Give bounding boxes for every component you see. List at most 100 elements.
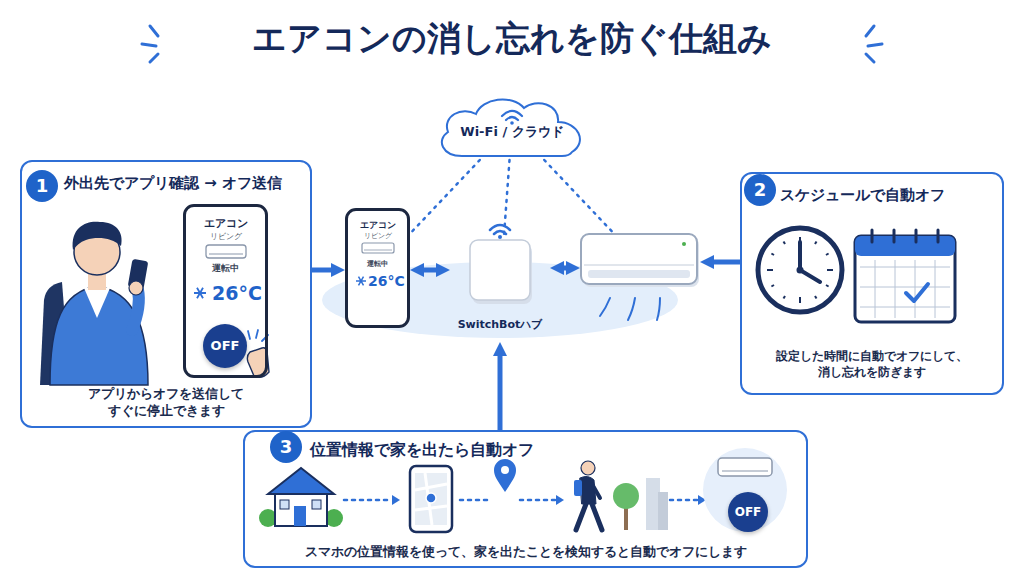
location-pin bbox=[494, 459, 516, 492]
map-phone bbox=[426, 493, 436, 503]
calendar-icon bbox=[875, 260, 876, 318]
off-button: OFF bbox=[203, 324, 247, 368]
panel-heading: 外出先でアプリ確認 → オフ送信 bbox=[64, 174, 309, 194]
panel-heading: スケジュールで自動オフ bbox=[780, 186, 995, 206]
house-icon bbox=[280, 500, 289, 509]
person-figure bbox=[132, 290, 139, 330]
calendar-icon bbox=[906, 284, 928, 301]
map-phone bbox=[410, 466, 452, 532]
clock-icon bbox=[800, 242, 820, 282]
flow-arrow bbox=[498, 350, 503, 430]
feature-panel: スケジュールで自動オフ設定した時間に自動でオフにして、 消し忘れを防ぎます bbox=[740, 172, 1004, 395]
arrow-head bbox=[556, 495, 564, 505]
panel-caption: スマホの位置情報を使って、家を出たことを検知すると自動でオフにします bbox=[253, 544, 798, 560]
clock-icon bbox=[784, 296, 786, 299]
off-target bbox=[718, 458, 772, 476]
person-figure bbox=[129, 281, 143, 295]
house-icon bbox=[259, 468, 343, 527]
phone-screen bbox=[345, 208, 410, 328]
calendar-icon bbox=[871, 230, 874, 242]
wireless-link bbox=[504, 160, 510, 238]
phone-screen: エアコンリビング運転中 26°C OFF bbox=[183, 204, 268, 378]
house-icon bbox=[275, 492, 327, 526]
phone-screen bbox=[362, 243, 394, 253]
node-text: SwitchBotハブ bbox=[450, 318, 550, 332]
tree-and-buildings bbox=[613, 478, 668, 530]
feature-panel: 位置情報で家を出たら自動オフスマホの位置情報を使って、家を出たことを検知すると自… bbox=[243, 430, 808, 568]
dotted-arrow bbox=[520, 499, 556, 502]
node-text: リビング bbox=[186, 232, 265, 242]
dotted-arrow bbox=[670, 499, 698, 502]
air-flow bbox=[600, 298, 660, 320]
calendar-icon bbox=[855, 230, 955, 322]
person-figure bbox=[40, 222, 148, 385]
walking-person bbox=[574, 480, 582, 496]
node-text: 26°C bbox=[368, 272, 406, 290]
ac-body bbox=[581, 234, 697, 284]
clock-icon bbox=[767, 237, 833, 303]
cloud-node: Wi-Fi / クラウド bbox=[432, 92, 592, 160]
node-text: 運転中 bbox=[348, 260, 407, 269]
walking-person bbox=[592, 484, 600, 498]
calendar-icon bbox=[860, 287, 950, 288]
calendar-icon bbox=[915, 260, 916, 318]
phone-screen bbox=[183, 204, 268, 378]
ac-led bbox=[682, 242, 686, 246]
house-icon bbox=[312, 500, 321, 509]
flow-arrow bbox=[708, 260, 740, 265]
hub-device bbox=[470, 240, 530, 300]
panel-caption: アプリからオフを送信して すぐに停止できます bbox=[81, 386, 251, 420]
tree-and-buildings bbox=[646, 478, 660, 530]
person-figure bbox=[84, 288, 110, 318]
air-flow bbox=[600, 298, 610, 316]
map-phone bbox=[415, 473, 447, 525]
flow-arrow bbox=[312, 268, 337, 273]
title-sparkle bbox=[866, 26, 882, 62]
calendar-icon bbox=[937, 230, 940, 242]
phone-screen bbox=[364, 250, 392, 251]
phone-screen: エアコンリビング運転中26°C bbox=[345, 208, 410, 328]
node-text: 運転中 bbox=[186, 263, 265, 275]
house-icon bbox=[294, 506, 306, 526]
tree-and-buildings bbox=[658, 492, 668, 530]
node-text: 26°C bbox=[212, 281, 264, 306]
calendar-icon bbox=[915, 230, 918, 242]
hub-node: SwitchBotハブ bbox=[450, 238, 550, 342]
callout-number: 3 bbox=[270, 431, 302, 463]
ac-shape bbox=[580, 232, 700, 290]
feature-panel: 外出先でアプリ確認 → オフ送信アプリからオフを送信して すぐに停止できます エア… bbox=[20, 160, 312, 428]
clock-icon bbox=[826, 254, 829, 256]
dotted-arrow bbox=[460, 499, 488, 502]
off-button: OFF bbox=[728, 492, 768, 532]
walking-person bbox=[581, 461, 595, 475]
calendar-icon bbox=[872, 230, 938, 242]
phone-screen bbox=[183, 204, 268, 378]
phone-screen bbox=[194, 288, 206, 298]
callout-number: 1 bbox=[26, 170, 58, 202]
clock-icon bbox=[815, 296, 817, 299]
title-sparkle bbox=[142, 26, 158, 62]
air-conditioner bbox=[580, 232, 700, 290]
clock-icon bbox=[797, 267, 804, 274]
clock-icon bbox=[827, 269, 833, 271]
panel-heading: 位置情報で家を出たら自動オフ bbox=[310, 440, 610, 461]
clock-icon bbox=[826, 285, 829, 287]
calendar-icon bbox=[860, 267, 950, 268]
off-target bbox=[703, 448, 787, 532]
map-phone bbox=[415, 473, 447, 525]
tree-and-buildings bbox=[624, 506, 628, 530]
phone-screen bbox=[356, 277, 366, 286]
house-icon bbox=[268, 468, 334, 494]
node-text: エアコン bbox=[186, 217, 265, 231]
node-text: OFF bbox=[203, 324, 247, 368]
phone-screen bbox=[345, 208, 410, 328]
air-flow bbox=[628, 298, 635, 320]
phone-screen bbox=[356, 277, 366, 286]
location-pin bbox=[501, 466, 509, 474]
clock-icon bbox=[767, 269, 773, 271]
calendar-icon bbox=[855, 236, 955, 256]
calendar-icon bbox=[895, 260, 896, 318]
dotted-arrow bbox=[344, 499, 392, 502]
wireless-link bbox=[544, 160, 612, 232]
